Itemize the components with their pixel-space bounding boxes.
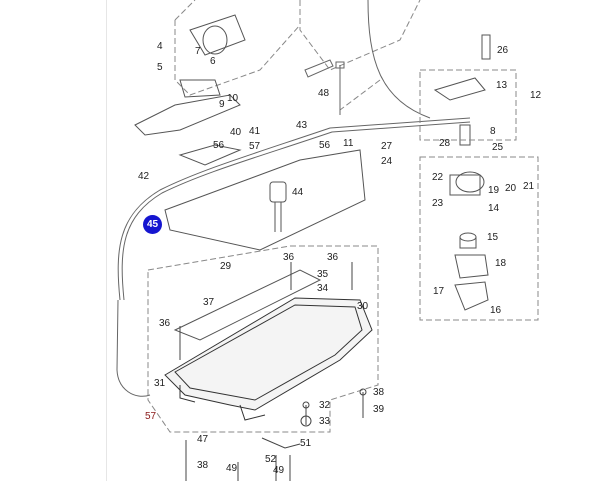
oil-cooler-housing (134, 14, 246, 166)
callout-label[interactable]: 36 (283, 252, 295, 263)
callout-label[interactable]: 17 (433, 286, 445, 297)
callout-label[interactable]: 38 (197, 460, 209, 471)
callout-boxes (147, 69, 539, 433)
callout-label[interactable]: 28 (439, 138, 451, 149)
callout-label[interactable]: 38 (373, 387, 385, 398)
callout-label[interactable]: 23 (432, 198, 444, 209)
callout-label[interactable]: 33 (319, 416, 331, 427)
bolts (179, 262, 367, 481)
callout-label[interactable]: 24 (381, 156, 393, 167)
callout-label[interactable]: 39 (373, 404, 385, 415)
callout-label[interactable]: 15 (487, 232, 499, 243)
callout-label[interactable]: 48 (318, 88, 330, 99)
callout-label[interactable]: 56 (213, 140, 225, 151)
callout-label[interactable]: 56 (319, 140, 331, 151)
callout-label[interactable]: 26 (497, 45, 509, 56)
callout-label[interactable]: 49 (273, 465, 285, 476)
callout-label[interactable]: 18 (495, 258, 507, 269)
callout-label[interactable]: 21 (523, 181, 535, 192)
callout-label[interactable]: 49 (226, 463, 238, 474)
oil-pan (164, 297, 373, 421)
callout-label[interactable]: 32 (319, 400, 331, 411)
callout-label[interactable]: 7 (195, 46, 201, 57)
dipstick-tubes (116, 0, 471, 397)
callout-label[interactable]: 29 (220, 261, 232, 272)
callout-label[interactable]: 6 (210, 56, 216, 67)
callout-label[interactable]: 35 (317, 269, 329, 280)
callout-label[interactable]: 47 (197, 434, 209, 445)
callout-label[interactable]: 40 (230, 127, 242, 138)
callout-label[interactable]: 34 (317, 283, 329, 294)
callout-label[interactable]: 37 (203, 297, 215, 308)
callout-label[interactable]: 5 (157, 62, 163, 73)
callout-label[interactable]: 14 (488, 203, 500, 214)
callout-label[interactable]: 22 (432, 172, 444, 183)
callout-label[interactable]: 4 (157, 41, 163, 52)
callout-label[interactable]: 57 (145, 411, 157, 422)
callout-label[interactable]: 36 (327, 252, 339, 263)
oil-pan-cover-gasket (173, 269, 322, 341)
callout-label[interactable]: 13 (496, 80, 508, 91)
callout-label[interactable]: 8 (490, 126, 496, 137)
callout-label[interactable]: 42 (138, 171, 150, 182)
callout-label[interactable]: 41 (249, 126, 261, 137)
callout-label[interactable]: 43 (296, 120, 308, 131)
callout-label[interactable]: 25 (492, 142, 504, 153)
callout-label[interactable]: 27 (381, 141, 393, 152)
oil-pump-components (269, 34, 491, 311)
callout-label[interactable]: 52 (265, 454, 277, 465)
callout-label[interactable]: 57 (249, 141, 261, 152)
callout-label[interactable]: 20 (505, 183, 517, 194)
callout-label[interactable]: 16 (490, 305, 502, 316)
callout-label[interactable]: 31 (154, 378, 166, 389)
callout-label[interactable]: 12 (530, 90, 542, 101)
callout-label[interactable]: 30 (357, 301, 369, 312)
engine-block-outline (174, 0, 421, 111)
callout-label[interactable]: 19 (488, 185, 500, 196)
callout-label[interactable]: 44 (292, 187, 304, 198)
callout-label[interactable]: 11 (343, 138, 354, 149)
page-border (106, 0, 107, 481)
callout-label[interactable]: 36 (159, 318, 171, 329)
callout-label[interactable]: 10 (227, 93, 239, 104)
oil-pan-gasket (164, 149, 366, 251)
callout-label[interactable]: 9 (219, 99, 225, 110)
callout-label[interactable]: 51 (300, 438, 312, 449)
callout-45-highlighted[interactable]: 45 (143, 215, 162, 234)
